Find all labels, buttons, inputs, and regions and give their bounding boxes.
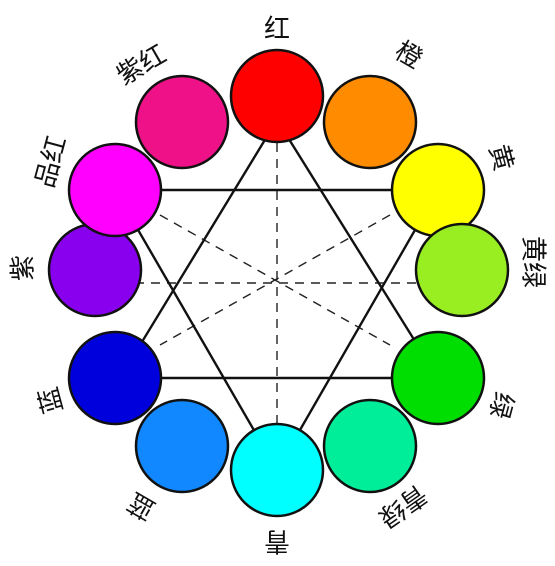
label-orange: 橙 (389, 36, 427, 75)
swatch-cyan (229, 422, 325, 518)
axis-diagonal-2 (159, 214, 391, 346)
dashed-axes (135, 95, 418, 470)
swatch-green (390, 330, 486, 426)
label-cyan: 青 (264, 526, 290, 556)
color-swatches (47, 48, 510, 518)
label-violet: 紫 (9, 255, 39, 281)
label-yellow-green: 黄绿 (518, 236, 548, 288)
swatch-magenta (67, 142, 163, 238)
swatch-cyan-green (322, 398, 418, 494)
triangle-down (112, 188, 441, 473)
swatch-purple-red (134, 74, 230, 170)
swatch-yellow (390, 142, 486, 238)
label-magenta: 品红 (30, 133, 72, 191)
triangle-up (117, 117, 441, 380)
hexagram (112, 117, 441, 473)
swatch-yellow-green (414, 222, 510, 318)
swatch-blue (67, 330, 163, 426)
swatch-violet (47, 222, 143, 318)
label-red: 红 (264, 15, 290, 45)
label-blue: 蓝 (34, 384, 70, 417)
label-yellow: 黄 (483, 141, 519, 174)
swatch-cyan-blue (134, 398, 230, 494)
swatch-orange (322, 74, 418, 170)
label-cyan-blue: 蓝 (123, 486, 161, 525)
label-green: 绿 (483, 389, 519, 422)
swatch-red (229, 48, 325, 144)
